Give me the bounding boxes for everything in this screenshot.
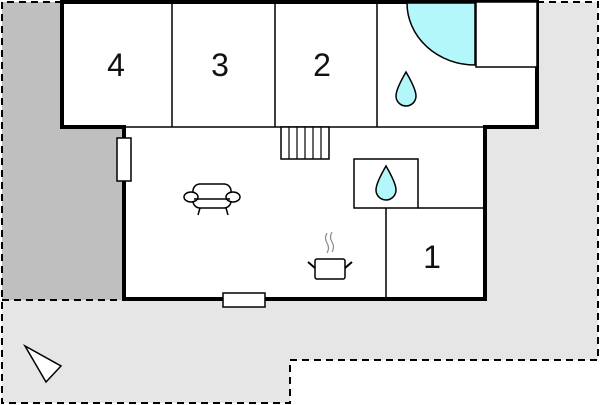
shower bbox=[406, 2, 476, 66]
window-left bbox=[116, 137, 132, 182]
sofa-icon bbox=[183, 183, 241, 216]
bath-cabinet bbox=[475, 1, 538, 68]
room-4-label: 4 bbox=[107, 47, 125, 83]
water-drop-icon bbox=[395, 70, 417, 107]
cooking-pot-icon bbox=[307, 231, 353, 280]
room-3-label: 3 bbox=[211, 47, 229, 83]
compass-arrow-icon bbox=[22, 344, 63, 384]
room-2-label: 2 bbox=[313, 47, 331, 83]
water-drop-icon bbox=[375, 164, 397, 201]
stairs bbox=[280, 126, 330, 160]
terrace-left-dark bbox=[2, 2, 124, 300]
room-1-label: 1 bbox=[423, 239, 441, 275]
window-bottom bbox=[222, 292, 266, 308]
